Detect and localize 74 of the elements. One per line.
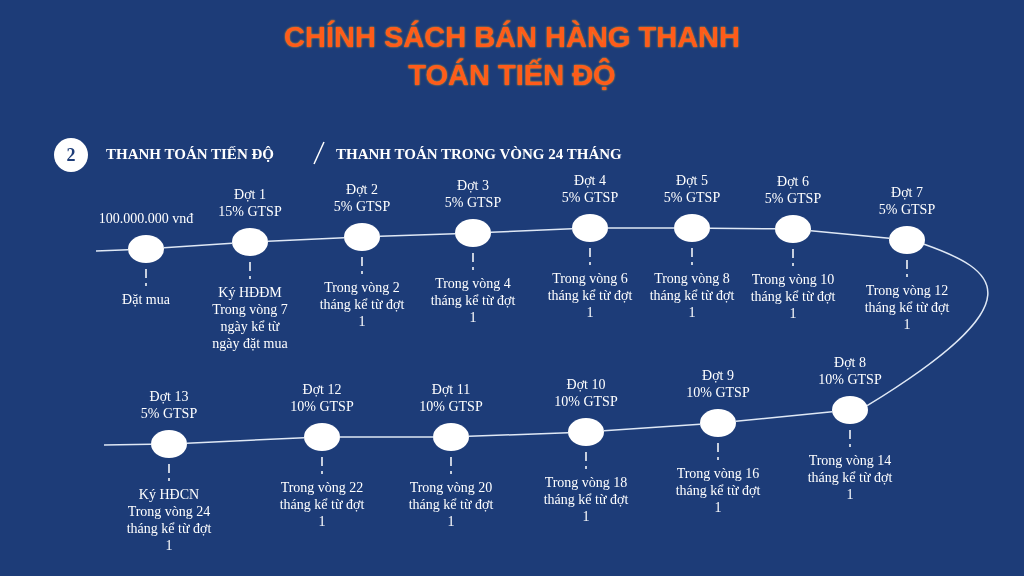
milestone-circle — [568, 418, 604, 446]
milestone-circle — [889, 226, 925, 254]
milestone-description: Trong vòng 16 tháng kể từ đợt 1 — [675, 465, 761, 516]
milestone-title: Đợt 5 — [675, 172, 709, 189]
milestone-title: Đợt 6 — [776, 173, 810, 190]
payment-amount: 5% GTSP — [662, 189, 722, 206]
timeline-line — [267, 237, 345, 242]
milestone-description: Trong vòng 2 tháng kể từ đợt 1 — [319, 279, 405, 330]
timeline-line — [735, 411, 833, 422]
section-heading: THANH TOÁN TIẾN ĐỘ — [106, 146, 274, 163]
timeline-line — [490, 228, 573, 233]
milestone-title: Đợt 11 — [430, 381, 472, 398]
milestone-circle — [832, 396, 868, 424]
milestone-description: Trong vòng 20 tháng kể từ đợt 1 — [408, 479, 494, 530]
milestone-description: Ký HĐCN Trong vòng 24 tháng kể từ đợt 1 — [126, 486, 212, 554]
milestone-title: Đợt 1 — [233, 186, 267, 203]
payment-amount: 10% GTSP — [418, 398, 484, 415]
milestone-circle — [700, 409, 736, 437]
milestone-circle — [151, 430, 187, 458]
milestone-description: Ký HĐĐM Trong vòng 7 ngày kể từ ngày đặt mua — [211, 284, 289, 352]
milestone-title: Đợt 8 — [833, 354, 867, 371]
timeline-line — [709, 227, 776, 230]
payment-amount: 10% GTSP — [553, 393, 619, 410]
milestone-title: Đợt 9 — [701, 367, 735, 384]
milestone-circle — [344, 223, 380, 251]
milestone-description: Trong vòng 10 tháng kể từ đợt 1 — [750, 271, 836, 322]
timeline-line — [379, 232, 456, 238]
milestone-description: Trong vòng 22 tháng kể từ đợt 1 — [279, 479, 365, 530]
milestone-title: Đợt 10 — [565, 376, 607, 393]
section-heading: THANH TOÁN TRONG VÒNG 24 THÁNG — [336, 146, 622, 163]
payment-amount: 5% GTSP — [332, 198, 392, 215]
milestone-title: Đợt 3 — [456, 177, 490, 194]
milestone-title: Đợt 12 — [301, 381, 343, 398]
milestone-circle — [572, 214, 608, 242]
milestone-circle — [455, 219, 491, 247]
milestone-description: Trong vòng 6 tháng kể từ đợt 1 — [547, 270, 633, 321]
milestone-description: Đặt mua — [121, 291, 171, 308]
payment-amount: 5% GTSP — [560, 189, 620, 206]
timeline-line — [163, 242, 233, 249]
payment-amount: 10% GTSP — [685, 384, 751, 401]
payment-amount: 15% GTSP — [217, 203, 283, 220]
milestone-description: Trong vòng 18 tháng kể từ đợt 1 — [543, 474, 629, 525]
milestone-title: Đợt 4 — [573, 172, 607, 189]
step-number-badge: 2 — [54, 138, 88, 172]
milestone-circle — [775, 215, 811, 243]
milestone-description: Trong vòng 12 tháng kể từ đợt 1 — [864, 282, 950, 333]
payment-amount: 5% GTSP — [139, 405, 199, 422]
milestone-circle — [433, 423, 469, 451]
payment-amount: 10% GTSP — [817, 371, 883, 388]
payment-amount: 5% GTSP — [877, 201, 937, 218]
timeline-line — [607, 227, 675, 229]
milestone-circle — [128, 235, 164, 263]
timeline-line — [186, 437, 305, 444]
timeline-line — [468, 431, 569, 438]
milestone-description: Trong vòng 8 tháng kể từ đợt 1 — [649, 270, 735, 321]
timeline-line — [339, 436, 434, 438]
milestone-title: Đợt 2 — [345, 181, 379, 198]
timeline-line — [866, 243, 989, 407]
milestone-description: Trong vòng 4 tháng kể từ đợt 1 — [430, 275, 516, 326]
milestone-circle — [304, 423, 340, 451]
timeline-line — [103, 443, 152, 446]
milestone-circle — [674, 214, 710, 242]
milestone-title: Đợt 7 — [890, 184, 924, 201]
timeline-line — [603, 423, 701, 432]
payment-amount: 10% GTSP — [289, 398, 355, 415]
timeline-line — [810, 229, 890, 240]
milestone-description: Trong vòng 14 tháng kể từ đợt 1 — [807, 452, 893, 503]
payment-amount: 5% GTSP — [443, 194, 503, 211]
title: CHÍNH SÁCH BÁN HÀNG THANH TOÁN TIẾN ĐỘ — [283, 19, 741, 93]
milestone-title: 100.000.000 vnđ — [97, 210, 195, 227]
milestone-circle — [232, 228, 268, 256]
timeline-line — [95, 248, 129, 252]
payment-amount: 5% GTSP — [763, 190, 823, 207]
milestone-title: Đợt 13 — [148, 388, 190, 405]
